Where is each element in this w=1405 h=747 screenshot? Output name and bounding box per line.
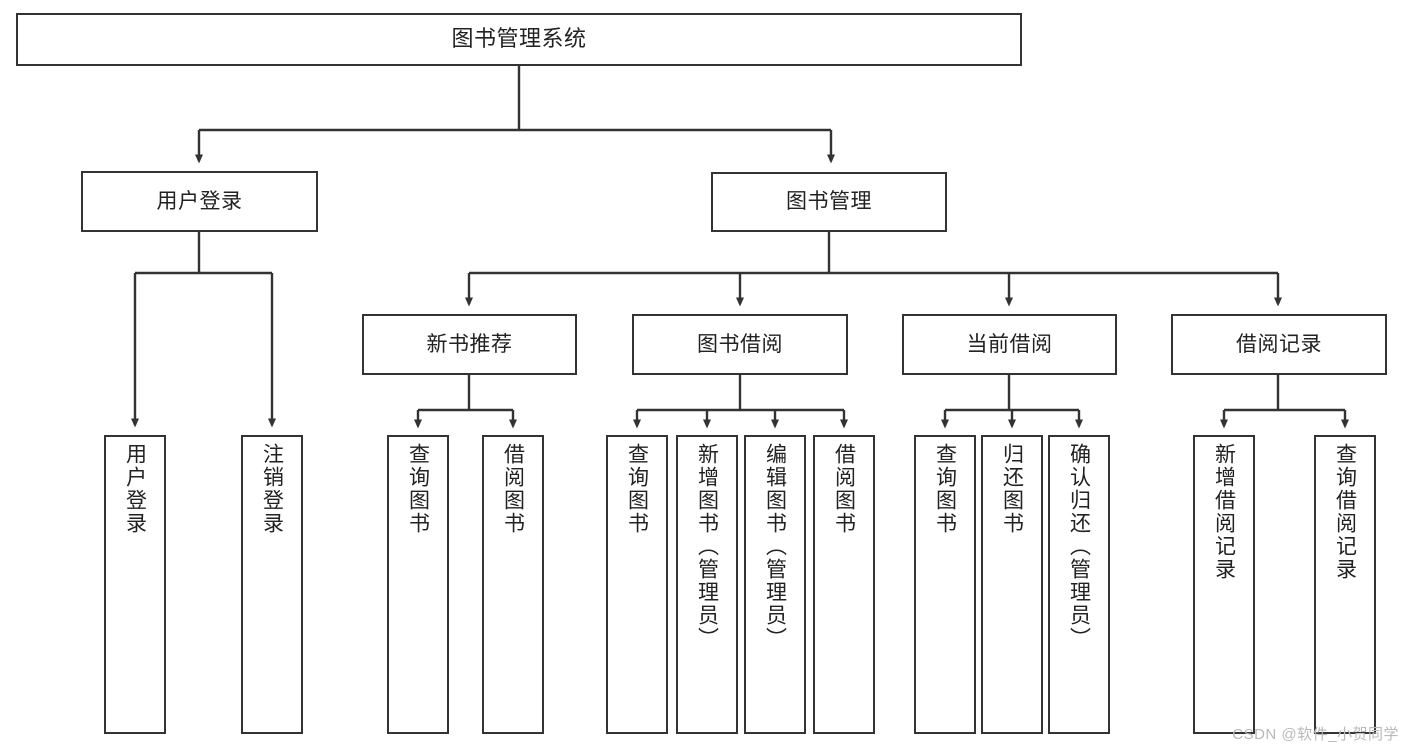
node-label: 图书管理系统	[451, 26, 587, 52]
node-label: 归还图书	[1000, 443, 1024, 535]
node-book-borrow[interactable]: 图书借阅	[632, 314, 848, 375]
watermark-text: CSDN @软件_小贺同学	[1232, 726, 1399, 743]
node-label: 查询图书	[625, 443, 649, 535]
node-label: 查询借阅记录	[1333, 443, 1357, 581]
leaf-add-book-admin[interactable]: 新增图书（管理员）	[676, 435, 738, 734]
leaf-user-login[interactable]: 用户登录	[104, 435, 166, 734]
leaf-confirm-return-admin[interactable]: 确认归还（管理员）	[1048, 435, 1110, 734]
node-label: 借阅图书	[832, 443, 856, 535]
node-label: 新书推荐	[426, 332, 513, 356]
node-label: 新增借阅记录	[1212, 443, 1236, 581]
node-label: 查询图书	[933, 443, 957, 535]
node-label: 图书借阅	[697, 332, 783, 356]
node-label: 借阅图书	[501, 443, 525, 535]
node-new-book-recommend[interactable]: 新书推荐	[362, 314, 577, 375]
node-book-management-system[interactable]: 图书管理系统	[16, 13, 1022, 66]
node-label: 注销登录	[260, 443, 284, 535]
node-label: 图书管理	[786, 190, 872, 214]
node-book-management[interactable]: 图书管理	[711, 172, 947, 232]
leaf-borrow-book[interactable]: 借阅图书	[813, 435, 875, 734]
leaf-query-borrow-record[interactable]: 查询借阅记录	[1314, 435, 1376, 734]
node-label: 确认归还（管理员）	[1067, 443, 1091, 650]
node-borrow-record[interactable]: 借阅记录	[1171, 314, 1387, 375]
leaf-borrow-book-recommend[interactable]: 借阅图书	[482, 435, 544, 734]
leaf-query-book-current[interactable]: 查询图书	[914, 435, 976, 734]
node-label: 新增图书（管理员）	[695, 443, 719, 650]
node-label: 当前借阅	[966, 332, 1053, 356]
leaf-edit-book-admin[interactable]: 编辑图书（管理员）	[744, 435, 806, 734]
node-label: 查询图书	[406, 443, 430, 535]
leaf-query-book-recommend[interactable]: 查询图书	[387, 435, 449, 734]
node-label: 借阅记录	[1236, 332, 1322, 356]
node-current-borrow[interactable]: 当前借阅	[902, 314, 1117, 375]
node-label: 编辑图书（管理员）	[763, 443, 787, 650]
leaf-query-book-borrow[interactable]: 查询图书	[606, 435, 668, 734]
leaf-add-borrow-record[interactable]: 新增借阅记录	[1193, 435, 1255, 734]
node-label: 用户登录	[156, 189, 243, 213]
leaf-return-book[interactable]: 归还图书	[981, 435, 1043, 734]
leaf-user-logout[interactable]: 注销登录	[241, 435, 303, 734]
node-label: 用户登录	[123, 443, 147, 535]
node-user-login[interactable]: 用户登录	[81, 171, 318, 232]
